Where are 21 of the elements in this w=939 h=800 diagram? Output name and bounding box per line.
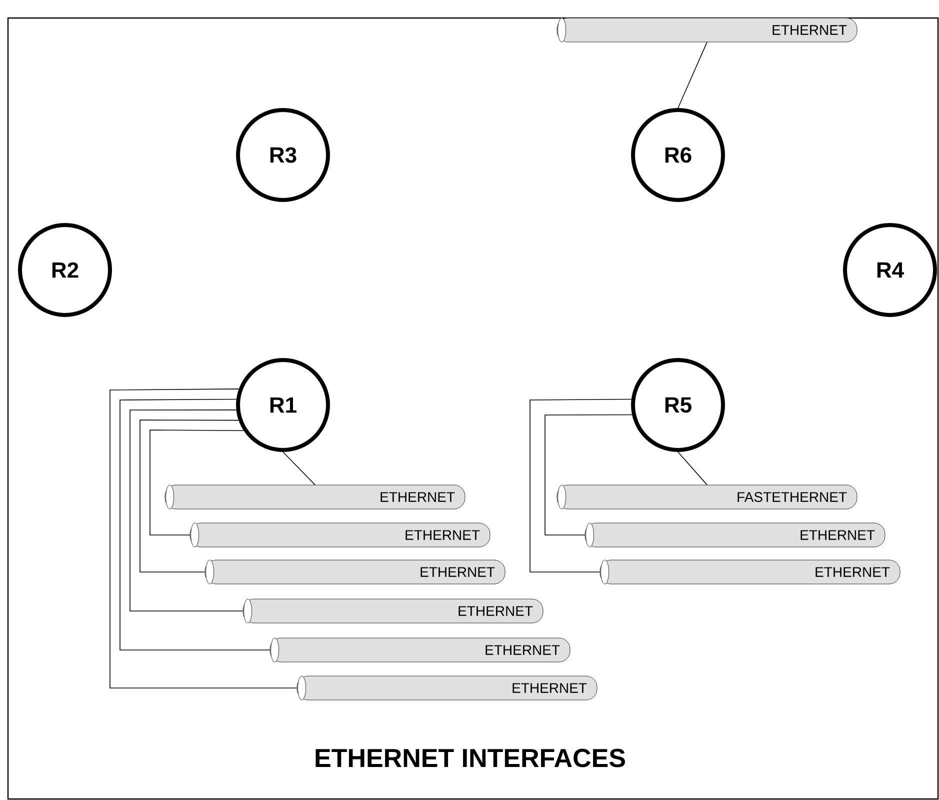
ethernet-tube: ETHERNET [190,522,490,548]
connector-line [678,452,708,486]
ethernet-tube: ETHERNET [164,484,466,510]
connector-line [130,410,244,612]
ethernet-tube: ETHERNET [556,18,858,42]
ethernet-tube: ETHERNET [204,560,506,584]
connector-line [282,452,316,486]
ethernet-tube: FASTETHERNET [556,484,858,510]
connector-line [140,420,239,572]
ethernet-tube: ETHERNET [296,676,598,700]
connector-line [530,398,632,572]
ethernet-tube: ETHERNET [584,522,886,548]
connector-line [110,388,298,688]
ethernet-tube: ETHERNET [270,638,570,662]
ethernet-tube: ETHERNET [600,560,900,584]
connector-line [678,42,708,108]
ethernet-tube: ETHERNET [242,598,544,624]
connector-line [120,398,270,650]
diagram-title: ETHERNET INTERFACES [316,748,625,768]
connector-line [544,414,632,536]
connector-line [150,430,244,536]
